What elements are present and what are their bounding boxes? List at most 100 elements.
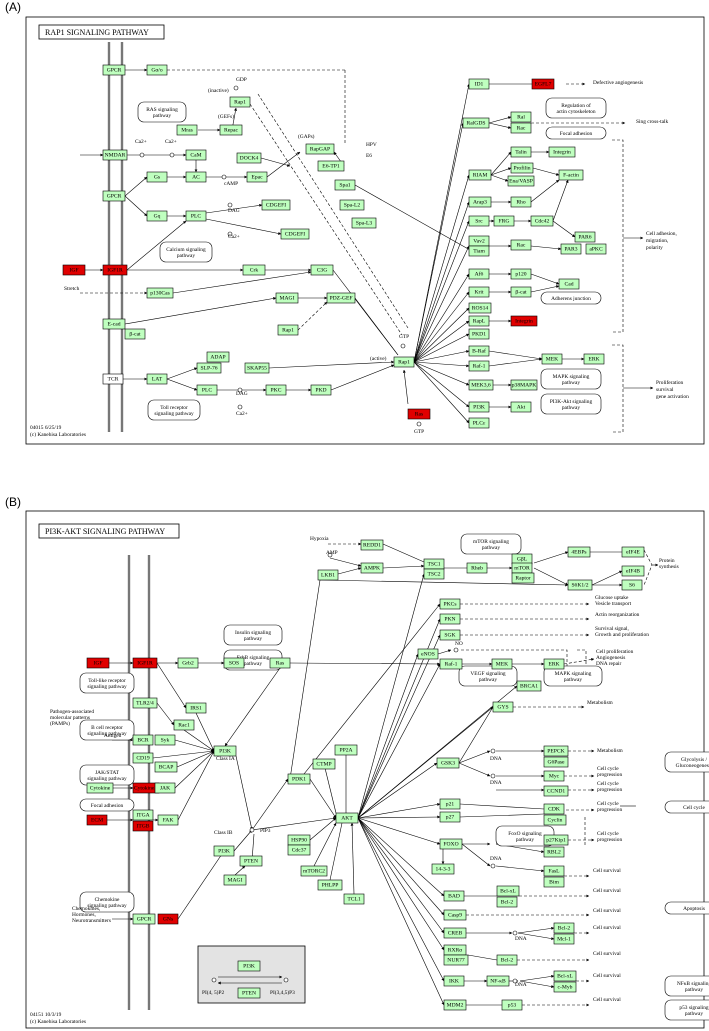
b-gene-box-cyclin [543, 814, 567, 826]
a-gene-label-pi3k: PI3K [473, 405, 485, 411]
a-gene-label-af6: Af6 [475, 271, 484, 278]
b-pathway-link-text: NFκB signaling [677, 981, 709, 987]
b-annotation-neurotransmitters: Neurotransmitters [72, 918, 111, 924]
a-pathway-link-adherens-junction[interactable] [540, 291, 602, 305]
a-gene-label-arap3: Arap3 [473, 200, 487, 206]
b-pathway-link-focal-adhesion[interactable] [79, 798, 135, 812]
a-pathway-link-ras-signaling-pathway[interactable] [137, 101, 187, 123]
b-pathway-link-text: JAK/STAT [95, 770, 120, 776]
b-annotation-cell-survival: Cell survival [593, 888, 621, 894]
b-annotation-angiogenesis: Angiogenesis [596, 655, 625, 661]
b-annotation-dna: DNA [490, 756, 502, 762]
b-pathway-link-apoptosis[interactable] [664, 901, 709, 915]
a-gene-box-mek3-6 [468, 379, 494, 391]
a-gene-box-integrin [548, 146, 576, 158]
b-gene-label-cdc37: Cdc37 [292, 848, 307, 854]
panel-a-footer-credit: (c) Kanehisa Laboratories [30, 431, 86, 438]
b-gene-label-fak: FAK [163, 818, 174, 824]
a-pathway-link-mapk-signaling-pathway[interactable] [540, 368, 602, 390]
a-pathway-link-text: Toll receptor [160, 405, 188, 411]
a-pathway-link-regulation-of-actin-cytoskeleton[interactable] [545, 97, 607, 119]
b-gene-box-syk [154, 734, 176, 746]
b-annotation-cell-survival: Cell survival [593, 925, 621, 931]
a-gene-label-erk: ERK [588, 357, 599, 363]
a-pathway-link-pi3k-akt-signaling-pathway[interactable] [540, 393, 602, 415]
b-gene-label-eif4b: eIF4B [626, 569, 640, 575]
a-gene-label-talin: Talin [515, 150, 527, 156]
b-gene-box-ctmp [312, 758, 336, 770]
b-pathway-link-chemokine-signaling-pathway[interactable] [79, 891, 135, 913]
a-pathway-link-text: Focal adhesion [560, 131, 593, 137]
inset-pip3-label: PI(3,4,5)P3 [270, 989, 295, 996]
inset-pten-label: PTEN [242, 990, 256, 996]
b-pathway-link-insulin-signaling-pathway[interactable] [223, 624, 283, 646]
panel-b-gene-boxes: REDD1LKB1AMPKTSC1TSC2RhebGβLmTORRaptor4E… [86, 539, 645, 1011]
b-gene-box-eif4b [621, 565, 645, 577]
a-pathway-link-text: pathway [562, 405, 581, 411]
a-gene-label-slp-76: SLP-76 [200, 366, 217, 372]
a-gene-box-integrin [510, 315, 538, 327]
b-gene-label-gys: GYS [497, 705, 508, 711]
b-annotation-dna: DNA [490, 856, 502, 862]
b-pathway-link-cell-cycle[interactable] [664, 800, 709, 814]
b-gene-box-tcl1 [343, 893, 365, 905]
b-gene-label-igf: IGF [93, 661, 102, 667]
a-gene-box-e6-tp1 [317, 160, 345, 172]
b-gene-label-sgk: SGK [444, 633, 455, 639]
b-annotation-metabolism: Metabolism [587, 700, 614, 706]
a-annotation-ca2: Ca2+ [228, 234, 240, 240]
a-pathway-link-calcium-signaling-pathway[interactable] [159, 241, 213, 263]
a-gene-box-spa1 [334, 179, 356, 191]
b-pathway-link-mapk-signaling-pathway[interactable] [543, 665, 603, 687]
b-annotation-cell-survival: Cell survival [593, 997, 621, 1003]
b-gene-box-redd1 [360, 539, 384, 551]
a-gene-label-epac: Epac [251, 175, 263, 181]
a-pathway-link-focal-adhesion[interactable] [545, 126, 607, 140]
b-gene-box-c-myb [553, 981, 577, 993]
b-pathway-link-glycolysis-gluconeogenesis[interactable] [664, 751, 709, 773]
b-gene-label-casp9: Casp9 [448, 913, 462, 919]
a-gene-label-f-actin: F-actin [563, 173, 579, 179]
b-gene-box-pkcs [439, 598, 461, 610]
a-annotation-hpv: HPV [366, 142, 377, 148]
a-gene-box-par6 [574, 231, 596, 243]
a-gene-box-repac [219, 124, 243, 136]
a-gene-label-cdgefi: CDGEFI [266, 203, 286, 209]
a-gene-label-par6: PAR6 [578, 235, 591, 241]
a-gene-label-mek: MEK [546, 357, 558, 363]
b-pathway-link-nf-b-signaling-pathway[interactable] [664, 975, 709, 997]
a-gene-box-nmdar [102, 149, 128, 161]
b-gene-label-itga: ITGA [136, 813, 149, 819]
b-pathway-link-p53-signaling-pathway[interactable] [664, 999, 709, 1021]
b-pathway-link-toll-like-receptor-signaling-pathway[interactable] [79, 672, 135, 694]
b-annotation-progression: progression [597, 807, 622, 813]
a-gene-label-src: Src [475, 219, 483, 225]
a-pathway-link-toll-receptor-signaling-pathway[interactable] [147, 399, 201, 421]
a-gene-box-src [468, 215, 490, 227]
b-pathway-link-mtor-signaling-pathway[interactable] [460, 533, 522, 555]
b-gene-box-itga [132, 809, 154, 821]
a-gene-box-c3g [310, 264, 334, 276]
b-gene-box-bcr [132, 734, 154, 746]
b-gene-box-s6 [621, 579, 643, 591]
a-gene-box-par3 [560, 243, 582, 255]
b-gene-box-rac1 [173, 719, 195, 731]
a-gene-label-integrin: Integrin [515, 319, 533, 325]
b-gene-box-jak [154, 782, 176, 794]
a-gene-box-ros14 [468, 302, 492, 314]
a-gene-label-p130cas: p130Cas [150, 291, 170, 297]
b-annotation-dna: DNA [515, 936, 527, 942]
a-gene-box-profilin [510, 162, 534, 174]
a-gene-label-akt: Akt [517, 405, 526, 411]
b-pathway-link-vegf-signaling-pathway[interactable] [458, 665, 518, 687]
b-pathway-link-text: Toll-like receptor [88, 678, 126, 684]
b-annotation-class-ib: Class IB [214, 830, 233, 836]
b-gene-box-brca1 [516, 680, 542, 692]
a-gene-box-raf-1 [468, 360, 490, 372]
b-gene-box-rheb [466, 562, 488, 574]
a-annotation-polarity: polarity [646, 245, 663, 251]
b-gene-label-pkcs: PKCs [443, 602, 456, 608]
b-pathway-link-b-cell-receptor-signaling-pathway[interactable] [79, 719, 135, 741]
b-gene-box-sos [223, 657, 245, 669]
b-annotation-cell-cycle: Cell cycle [597, 831, 619, 837]
